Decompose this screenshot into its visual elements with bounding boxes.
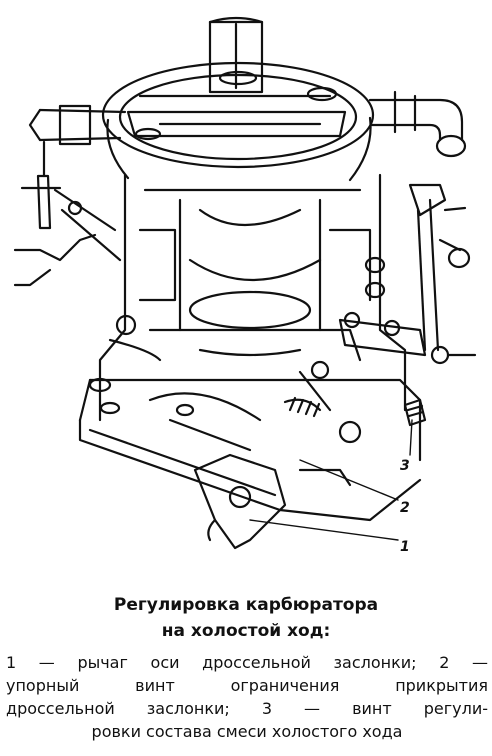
- caption-title-line2: на холостой ход:: [161, 621, 331, 641]
- caption-body-line4: ровки состава смеси холостого хода: [91, 722, 403, 741]
- stop-screw: [283, 396, 352, 487]
- air-horn-ring: [101, 61, 375, 182]
- caption-body-line2: упорный винт ограничения прикрытия: [6, 676, 488, 695]
- carburetor-body: [98, 173, 407, 422]
- callout-leader-2: [299, 459, 399, 501]
- mixture-screw: [403, 398, 427, 427]
- caption-body-line3: дроссельной заслонки; 3 — винт регули-: [6, 699, 488, 718]
- left-fitting: [13, 104, 127, 287]
- callout-leader-1: [249, 519, 399, 541]
- top-shaft: [208, 16, 264, 94]
- callout-label-1: 1: [400, 539, 410, 555]
- right-fitting: [368, 90, 471, 352]
- callout-leader-3: [409, 419, 413, 456]
- throttle-linkage: [115, 311, 477, 444]
- caption-title-line1: Регулировка карбюратора: [113, 595, 379, 615]
- carburetor-drawing: 3 2 1: [13, 16, 477, 555]
- callout-label-3: 3: [400, 458, 410, 474]
- callout-label-2: 2: [400, 500, 410, 516]
- caption-body-line1: 1 — рычаг оси дроссельной заслонки; 2 —: [6, 653, 488, 672]
